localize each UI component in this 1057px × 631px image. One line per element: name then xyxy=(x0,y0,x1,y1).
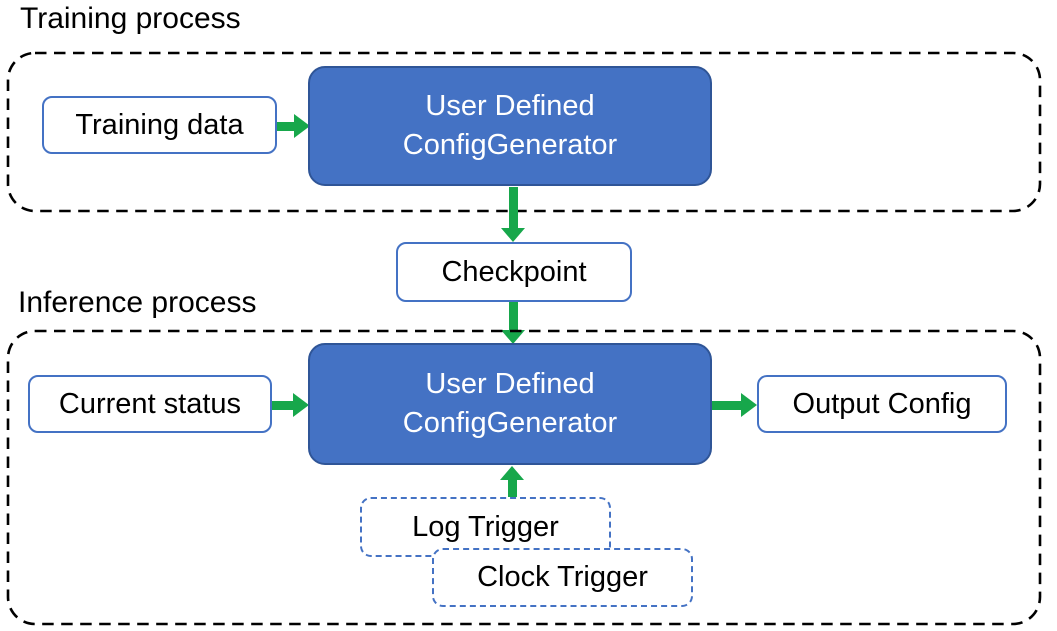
current-status-box: Current status xyxy=(28,375,272,433)
arrow-current-status-to-generator xyxy=(272,393,309,417)
arrow-generator-to-output-config xyxy=(712,393,757,417)
arrow-head-down-icon xyxy=(501,228,525,242)
training-generator-line2: ConfigGenerator xyxy=(402,129,618,161)
checkpoint-label: Checkpoint xyxy=(441,255,587,288)
clock-trigger-label: Clock Trigger xyxy=(477,561,648,593)
arrow-head-right-icon xyxy=(293,393,309,417)
inference-generator-line1: User Defined xyxy=(425,367,595,400)
output-config-label: Output Config xyxy=(792,387,972,420)
inference-config-generator-box: User Defined ConfigGenerator xyxy=(308,343,712,465)
clock-trigger-box: Clock Trigger xyxy=(432,548,693,607)
inference-process-title: Inference process xyxy=(18,286,257,319)
inference-container-dashed-border xyxy=(6,329,1042,626)
arrow-training-data-to-generator xyxy=(277,114,310,138)
training-container-dashed-border xyxy=(6,51,1042,213)
arrow-stem xyxy=(277,121,294,131)
current-status-label: Current status xyxy=(58,387,242,420)
training-data-label: Training data xyxy=(75,108,244,141)
arrow-head-right-icon xyxy=(741,393,757,417)
arrow-stem xyxy=(712,400,741,410)
training-process-container xyxy=(6,51,1042,213)
output-config-box: Output Config xyxy=(757,375,1007,433)
log-trigger-box: Log Trigger xyxy=(360,497,611,557)
training-process-title: Training process xyxy=(20,2,241,35)
arrow-stem xyxy=(508,302,518,330)
arrow-stem xyxy=(272,400,293,410)
arrow-checkpoint-to-inference-generator xyxy=(501,302,525,344)
arrow-head-down-icon xyxy=(501,330,525,344)
checkpoint-box: Checkpoint xyxy=(396,242,632,302)
training-generator-line1: User Defined xyxy=(425,89,595,122)
arrow-head-up-icon xyxy=(500,466,524,480)
inference-process-container xyxy=(6,329,1042,626)
inference-generator-line2: ConfigGenerator xyxy=(402,407,618,439)
arrow-generator-to-checkpoint xyxy=(501,187,525,242)
arrow-stem xyxy=(507,480,517,498)
arrow-triggers-to-generator xyxy=(500,466,524,498)
training-data-box: Training data xyxy=(42,96,277,154)
training-config-generator-box: User Defined ConfigGenerator xyxy=(308,66,712,186)
arrow-stem xyxy=(508,187,518,228)
arrow-head-right-icon xyxy=(294,114,310,138)
log-trigger-label: Log Trigger xyxy=(412,510,559,543)
